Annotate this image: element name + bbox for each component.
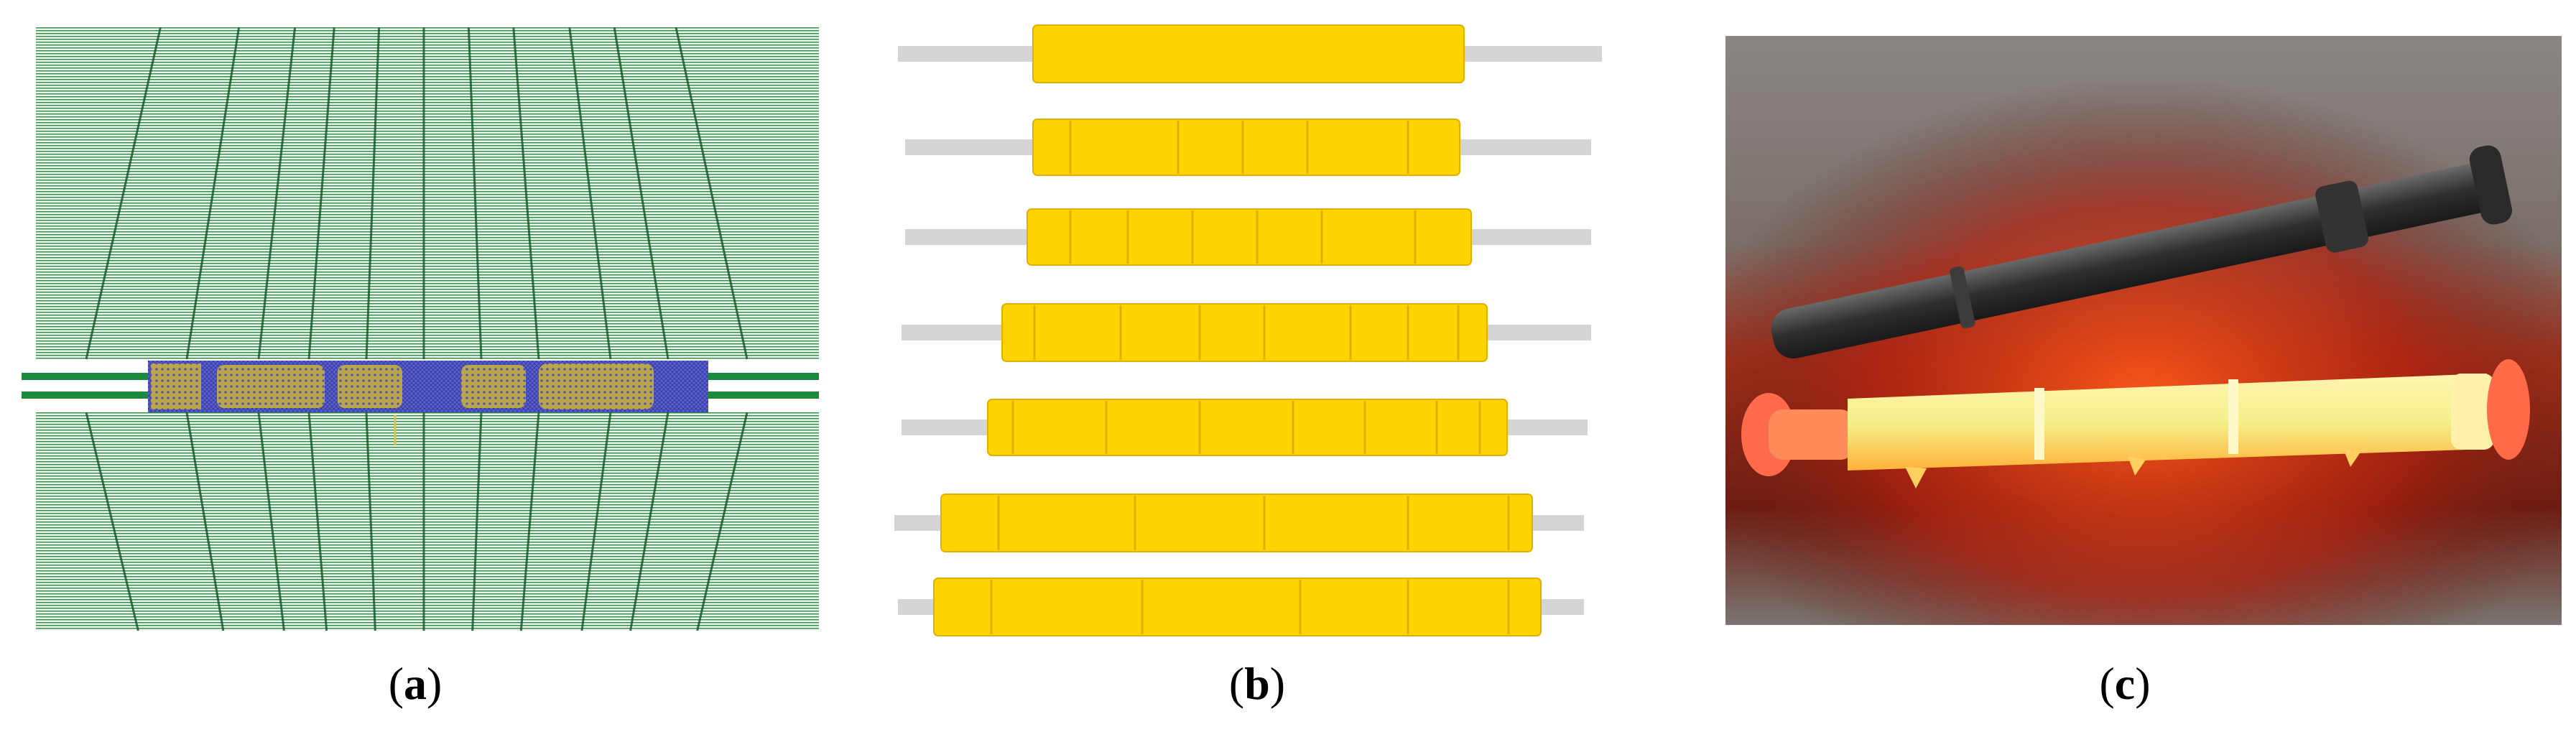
- workpiece-mesh: [148, 361, 708, 412]
- forged-shaft-photo: [1725, 36, 2562, 625]
- panel-b-stages: [891, 22, 1616, 639]
- panel-a-mesh: [22, 27, 819, 631]
- stage-shaft-5: [987, 399, 1508, 456]
- caption-a: (a): [388, 658, 443, 709]
- stage-shaft-2: [1032, 119, 1460, 176]
- lower-die: [36, 412, 819, 631]
- mesh-figure: [22, 27, 819, 631]
- stage-shaft-6: [940, 494, 1533, 552]
- caption-b: (b): [1228, 658, 1286, 709]
- panel-c-photo: [1725, 36, 2562, 625]
- stages-figure: [894, 24, 1602, 636]
- upper-die: [36, 27, 819, 359]
- stage-shaft-1: [1032, 24, 1465, 83]
- caption-c: (c): [2099, 658, 2151, 709]
- hot-shaft: [1741, 359, 2530, 488]
- stage-shaft-3: [1027, 208, 1472, 266]
- cooled-shaft: [1771, 145, 2513, 359]
- stage-shaft-7: [933, 578, 1542, 636]
- stage-shaft-4: [1001, 303, 1488, 362]
